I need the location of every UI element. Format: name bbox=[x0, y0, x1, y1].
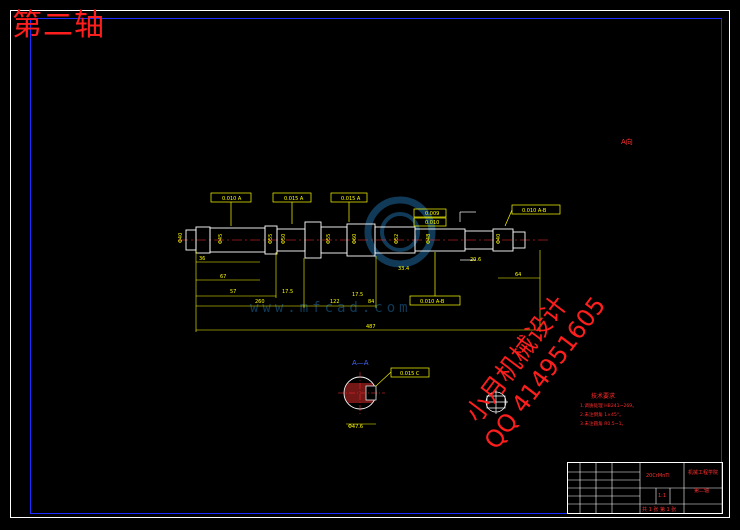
view-label: A向 bbox=[621, 138, 633, 146]
svg-text:Φ40: Φ40 bbox=[178, 233, 184, 243]
tech-requirement-2: 2.未注倒角 1×45°。 bbox=[580, 413, 624, 418]
svg-text:Φ40: Φ40 bbox=[496, 234, 502, 244]
dim-36: 36 bbox=[199, 256, 205, 262]
tol-keyway: 0.015 C bbox=[400, 371, 420, 377]
svg-text:Φ60: Φ60 bbox=[352, 234, 358, 244]
drawing-inner-frame bbox=[30, 18, 722, 514]
svg-text:Φ47.6: Φ47.6 bbox=[348, 424, 363, 430]
title-block-scale: 1:1 bbox=[658, 493, 667, 499]
title-block-grid bbox=[567, 462, 723, 514]
svg-text:Φ52: Φ52 bbox=[394, 234, 400, 244]
tol-runout-2: 0.015 A bbox=[284, 196, 304, 202]
svg-text:Φ55: Φ55 bbox=[326, 234, 332, 244]
tol-runout-1: 0.010 A bbox=[222, 196, 242, 202]
tol-runout-4: 0.010 A-B bbox=[522, 208, 547, 214]
title-block-material: 20CrMnTi bbox=[646, 473, 670, 479]
dim-57: 57 bbox=[230, 289, 236, 295]
dim-84: 84 bbox=[368, 299, 374, 305]
svg-text:Φ50: Φ50 bbox=[281, 234, 287, 244]
tol-cyl-2: 0.010 bbox=[425, 220, 439, 226]
tol-runout-5: 0.010 A-B bbox=[420, 299, 445, 305]
section-a-a bbox=[338, 367, 430, 425]
svg-text:www.mfcad.com: www.mfcad.com bbox=[250, 300, 412, 316]
dim-overall: 487 bbox=[366, 324, 376, 330]
shaft-outline bbox=[185, 221, 526, 259]
tol-runout-3: 0.015 A bbox=[341, 196, 361, 202]
dim-33-4: 33.4 bbox=[398, 266, 409, 272]
tech-requirements-title: 技术要求 bbox=[591, 393, 616, 400]
dim-122: 122 bbox=[330, 299, 340, 305]
title-block-sheet: 共 1 张 第 1 张 bbox=[642, 507, 677, 513]
drawing-outer-frame bbox=[10, 10, 730, 518]
dim-17-5: 17.5 bbox=[282, 289, 293, 295]
watermark-logo: www.mfcad.com bbox=[250, 196, 436, 316]
a-view-detail bbox=[484, 390, 508, 414]
tech-requirement-3: 3.未注圆角 R0.5~1。 bbox=[580, 422, 627, 427]
section-label: A—A bbox=[352, 359, 369, 367]
title-block: 20CrMnTi 机械工程学院 第二轴 1:1 共 1 张 第 1 张 bbox=[567, 462, 723, 514]
dim-64: 64 bbox=[515, 272, 521, 278]
dim-17-5b: 17.5 bbox=[352, 292, 363, 298]
dim-67: 67 bbox=[220, 274, 226, 280]
svg-text:Φ55: Φ55 bbox=[268, 234, 274, 244]
dim-260: 260 bbox=[255, 299, 265, 305]
tol-cyl-1: 0.009 bbox=[425, 211, 439, 217]
title-block-school: 机械工程学院 bbox=[688, 470, 719, 476]
drawing-title: 第二轴 bbox=[12, 8, 105, 43]
svg-text:Φ48: Φ48 bbox=[426, 234, 432, 244]
title-block-part-name: 第二轴 bbox=[694, 488, 710, 494]
svg-text:Φ45: Φ45 bbox=[218, 234, 224, 244]
tech-requirement-1: 1.调质处理 HB241~269。 bbox=[580, 404, 637, 409]
